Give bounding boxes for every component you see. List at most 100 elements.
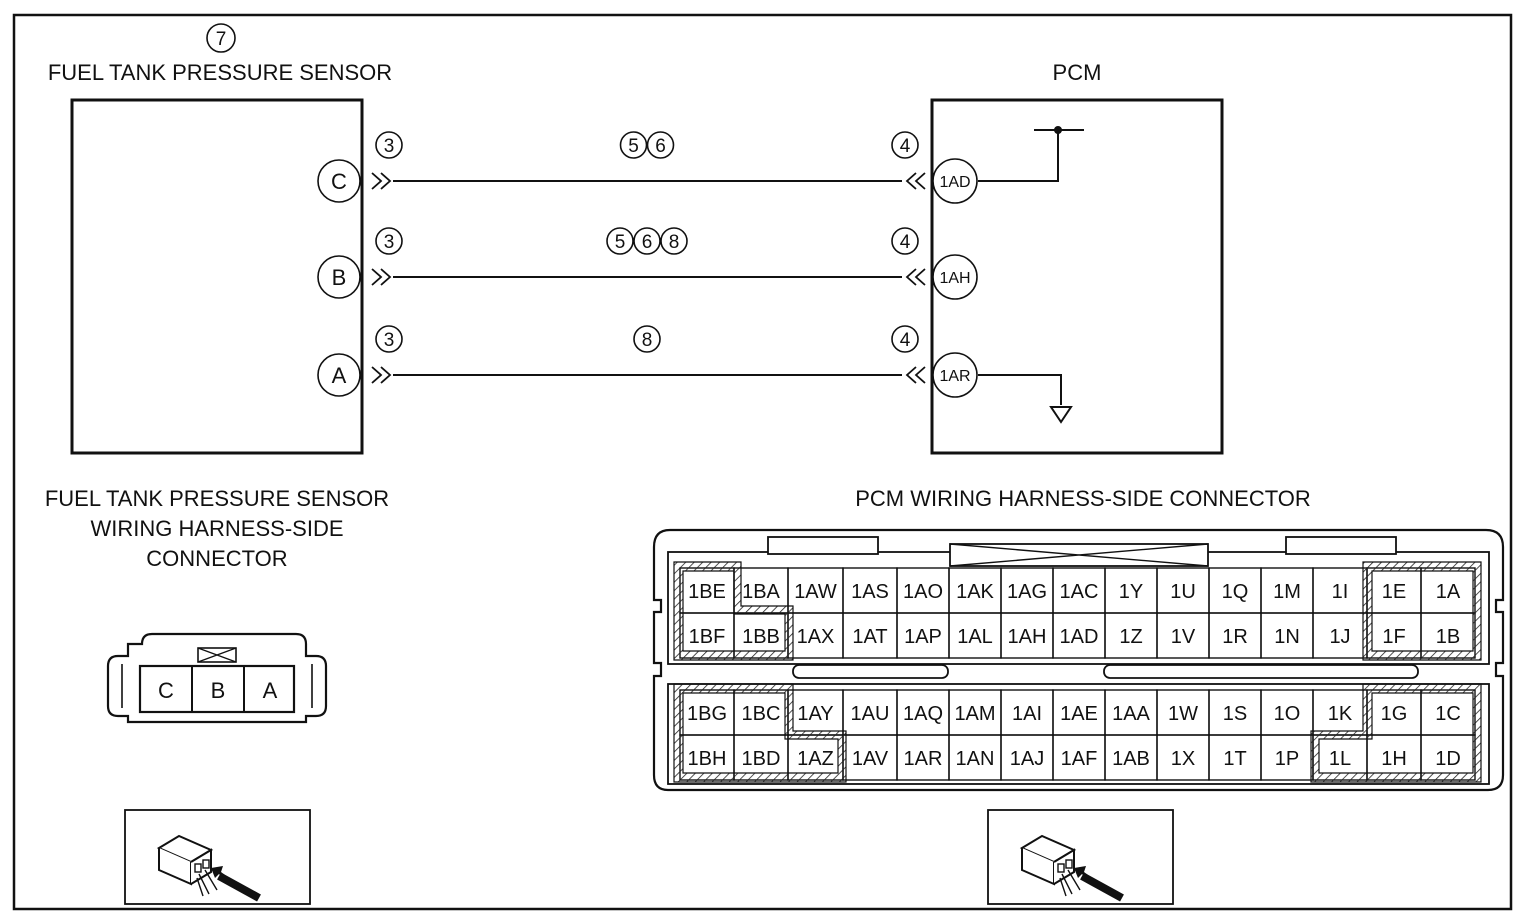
pcm-pin-label: 1A [1436, 581, 1461, 603]
wire-ref-marker-text: 3 [384, 232, 395, 253]
wire-ref-marker: 5 [619, 131, 648, 159]
wire-ref-marker-text: 5 [615, 232, 626, 253]
wire-ref-marker: 3 [375, 325, 403, 353]
pcm-pin-label: 1AJ [1010, 748, 1044, 770]
wire-ref-marker-text: 4 [900, 232, 911, 253]
connector-chevron-icon [905, 366, 926, 384]
pcm-pin-label: 1AY [797, 703, 833, 725]
pcm-title: PCM [1053, 60, 1102, 85]
wire-ref-marker: 3 [375, 131, 403, 159]
pcm-pin-label: 1Q [1222, 581, 1249, 603]
pcm-pin-label: 1P [1275, 748, 1299, 770]
pcm-pin-label: 1U [1170, 581, 1196, 603]
pcm-pin-label: 1AZ [797, 748, 834, 770]
pcm-pin-label: 1O [1274, 703, 1301, 725]
connector-chevron-icon [905, 268, 926, 286]
sensor-connector-pin: B [211, 678, 226, 703]
pcm-pin-label: 1AL [957, 626, 993, 648]
pcm-pin-label: 1AM [954, 703, 995, 725]
connector-chevron-icon [371, 366, 392, 384]
pcm-pin-label: 1AT [852, 626, 887, 648]
connector-view-icon [124, 809, 311, 905]
wire-ref-marker-text: 8 [669, 232, 680, 253]
pcm-keying-hatch [1310, 683, 1482, 783]
pcm-pin-label: 1BB [742, 626, 780, 648]
wire-ref-marker-text: 4 [900, 136, 911, 157]
pcm-pin-label: 1AF [1061, 748, 1098, 770]
pcm-pin-label: 1X [1171, 748, 1195, 770]
wire-ref-marker: 4 [891, 131, 919, 159]
outer-frame [12, 13, 1513, 911]
wire-ref-marker-text: 8 [642, 330, 653, 351]
wire-ref-marker: 4 [891, 325, 919, 353]
pcm-pin-label: 1N [1274, 626, 1300, 648]
sensor-connector-pin: A [263, 678, 278, 703]
pcm-pin-label: 1B [1436, 626, 1460, 648]
sensor-connector-face: C B A [106, 632, 328, 724]
pcm-pin-label: 1AQ [903, 703, 943, 725]
pcm-pin-label: 1AB [1112, 748, 1150, 770]
pcm-keying-hatch [673, 561, 794, 661]
connector-chevron-icon [371, 172, 392, 190]
wire-ref-marker: 4 [891, 227, 919, 255]
pcm-pin-label: 1AA [1112, 703, 1150, 725]
sensor-connector-title-line-1: FUEL TANK PRESSURE SENSOR [45, 486, 389, 511]
pcm-pin-label: 1AP [904, 626, 942, 648]
wire-A-1AR: A 1AR 3 4 8 [317, 325, 978, 398]
pcm-pin-label: 1AR [904, 748, 943, 770]
pcm-pin-label: 1W [1168, 703, 1198, 725]
connector-view-icon [987, 809, 1174, 905]
wire-ref-marker: 6 [633, 227, 661, 255]
pcm-pin-label: 1K [1328, 703, 1353, 725]
wire-ref-marker-text: 5 [628, 136, 639, 157]
pcm-pin-label: 1AV [852, 748, 889, 770]
sensor-terminal: B [317, 255, 361, 299]
pcm-box [930, 98, 1224, 455]
wire-ref-marker: 6 [646, 131, 675, 159]
pcm-pin-label: 1F [1382, 626, 1405, 648]
pcm-power-symbol [978, 126, 1084, 182]
ground-icon [978, 374, 1073, 424]
pcm-pin-label: 1AC [1060, 581, 1099, 603]
pcm-pin-label: 1L [1329, 748, 1351, 770]
pcm-pin-label: 1M [1273, 581, 1301, 603]
pcm-pin-label: 1BD [742, 748, 781, 770]
pcm-terminal-text: 1AR [939, 368, 970, 385]
pcm-pin-label: 1AD [1060, 626, 1099, 648]
pcm-pin-label: 1AK [956, 581, 994, 603]
sensor-connector-pin: C [158, 678, 174, 703]
wire-ref-marker-text: 6 [642, 232, 653, 253]
pcm-pin-label: 1R [1222, 626, 1248, 648]
sensor-title: FUEL TANK PRESSURE SENSOR [48, 60, 392, 85]
pcm-pin-label: 1AE [1060, 703, 1098, 725]
pcm-pin-label: 1AG [1007, 581, 1047, 603]
wire-ref-marker-text: 3 [384, 330, 395, 351]
pcm-pin-label: 1T [1223, 748, 1246, 770]
pcm-pin-label: 1D [1435, 748, 1461, 770]
pcm-pin-label: 1J [1329, 626, 1350, 648]
pcm-terminal-text: 1AH [939, 270, 970, 287]
pcm-pin-label: 1AO [903, 581, 943, 603]
wire-ref-marker-text: 3 [384, 136, 395, 157]
pcm-pin-label: 1AS [851, 581, 889, 603]
sensor-connector-title-line-3: CONNECTOR [146, 546, 287, 571]
sensor-terminal: C [317, 159, 361, 203]
pcm-pin-label: 1AU [851, 703, 890, 725]
pcm-pin-label: 1G [1381, 703, 1408, 725]
pcm-pin-label: 1BG [687, 703, 727, 725]
wire-ref-marker: 8 [633, 325, 661, 353]
sensor-connector-title-line-2: WIRING HARNESS-SIDE [90, 516, 343, 541]
sensor-terminal: A [317, 353, 361, 397]
pcm-keying-hatch [1362, 561, 1482, 661]
pcm-pin-label: 1H [1381, 748, 1407, 770]
pcm-terminal: 1AD [932, 158, 978, 204]
pcm-connector-face [652, 528, 1505, 792]
pcm-pin-label: 1AN [956, 748, 995, 770]
sensor-box [70, 98, 364, 455]
pcm-terminal: 1AH [932, 254, 978, 300]
